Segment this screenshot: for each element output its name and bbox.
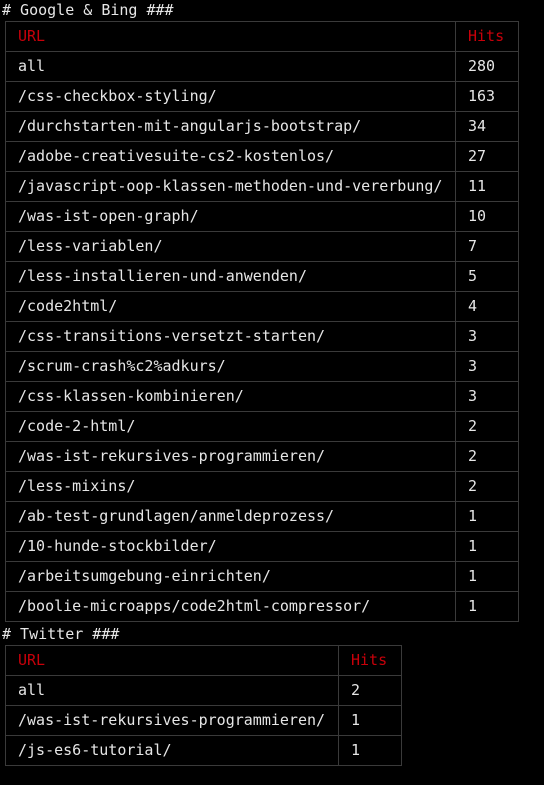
url-cell: /ab-test-grundlagen/anmeldeprozess/ [5,501,456,532]
url-cell: /10-hunde-stockbilder/ [5,531,456,562]
hits-cell: 2 [455,471,519,502]
url-column-header: URL [5,645,339,676]
hits-cell: 2 [455,441,519,472]
hits-cell: 27 [455,141,519,172]
url-cell: /less-installieren-und-anwenden/ [5,261,456,292]
url-cell: /was-ist-rekursives-programmieren/ [5,441,456,472]
hits-cell: 5 [455,261,519,292]
url-cell: /adobe-creativesuite-cs2-kostenlos/ [5,141,456,172]
url-cell: /was-ist-rekursives-programmieren/ [5,705,339,736]
table-row: /was-ist-rekursives-programmieren/1 [5,705,402,736]
hits-cell: 11 [455,171,519,202]
hits-cell: 1 [455,591,519,622]
url-cell: /arbeitsumgebung-einrichten/ [5,561,456,592]
hits-cell: 3 [455,321,519,352]
url-cell: /css-klassen-kombinieren/ [5,381,456,412]
hits-cell: 1 [455,501,519,532]
hits-cell: 3 [455,351,519,382]
url-cell: /code-2-html/ [5,411,456,442]
hits-cell: 2 [338,675,402,706]
url-cell: all [5,675,339,706]
url-cell: /was-ist-open-graph/ [5,201,456,232]
hits-cell: 2 [455,411,519,442]
url-cell: /less-mixins/ [5,471,456,502]
url-column-header: URL [5,21,456,52]
table-row: /was-ist-open-graph/10 [5,201,519,232]
table-row: /javascript-oop-klassen-methoden-und-ver… [5,171,519,202]
url-cell: /scrum-crash%c2%adkurs/ [5,351,456,382]
table-row: /less-installieren-und-anwenden/5 [5,261,519,292]
hits-cell: 3 [455,381,519,412]
hits-cell: 163 [455,81,519,112]
url-cell: /css-checkbox-styling/ [5,81,456,112]
table-row: /code2html/4 [5,291,519,322]
hits-column-header: Hits [455,21,519,52]
table-row: /css-transitions-versetzt-starten/3 [5,321,519,352]
table-header-row: URL Hits [5,21,519,52]
url-cell: /code2html/ [5,291,456,322]
table-row: /css-checkbox-styling/163 [5,81,519,112]
url-cell: /boolie-microapps/code2html-compressor/ [5,591,456,622]
twitter-heading: # Twitter ### [2,625,120,643]
hits-cell: 280 [455,51,519,82]
table-row: /code-2-html/2 [5,411,519,442]
hits-cell: 10 [455,201,519,232]
hits-cell: 4 [455,291,519,322]
hits-column-header: Hits [338,645,402,676]
hits-cell: 1 [338,735,402,766]
url-cell: /css-transitions-versetzt-starten/ [5,321,456,352]
hits-cell: 1 [338,705,402,736]
hits-cell: 1 [455,561,519,592]
google-bing-heading: # Google & Bing ### [2,1,174,19]
table-row: /durchstarten-mit-angularjs-bootstrap/34 [5,111,519,142]
table-row: /boolie-microapps/code2html-compressor/1 [5,591,519,622]
table-row: /less-variablen/7 [5,231,519,262]
table-row: /css-klassen-kombinieren/3 [5,381,519,412]
table-row: /was-ist-rekursives-programmieren/2 [5,441,519,472]
url-cell: /less-variablen/ [5,231,456,262]
table-row: /arbeitsumgebung-einrichten/1 [5,561,519,592]
table-row: /scrum-crash%c2%adkurs/3 [5,351,519,382]
url-cell: /js-es6-tutorial/ [5,735,339,766]
hits-cell: 1 [455,531,519,562]
table-row: /ab-test-grundlagen/anmeldeprozess/1 [5,501,519,532]
url-cell: /durchstarten-mit-angularjs-bootstrap/ [5,111,456,142]
table-row: /less-mixins/2 [5,471,519,502]
url-cell: all [5,51,456,82]
url-cell: /javascript-oop-klassen-methoden-und-ver… [5,171,456,202]
hits-cell: 34 [455,111,519,142]
table-row: /adobe-creativesuite-cs2-kostenlos/27 [5,141,519,172]
table-header-row: URL Hits [5,645,402,676]
hits-cell: 7 [455,231,519,262]
table-row: /js-es6-tutorial/1 [5,735,402,766]
table-row: /10-hunde-stockbilder/1 [5,531,519,562]
